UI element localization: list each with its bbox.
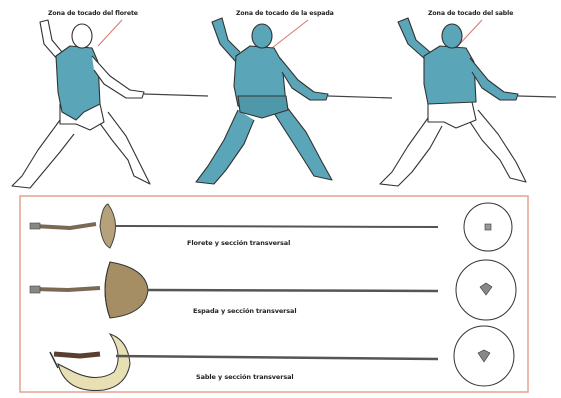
epee-fencer-figure (196, 18, 392, 184)
epee-leader-line (272, 20, 308, 48)
sabre-caption: Sable y sección transversal (196, 373, 294, 381)
foil-leader-line (98, 20, 122, 46)
epee-caption: Espada y sección transversal (193, 307, 296, 315)
foil-caption: Florete y sección transversal (187, 239, 290, 247)
sabre-fencer-figure (380, 18, 556, 186)
foil-fencer-figure (12, 20, 208, 188)
foil-section-shape (485, 224, 491, 230)
